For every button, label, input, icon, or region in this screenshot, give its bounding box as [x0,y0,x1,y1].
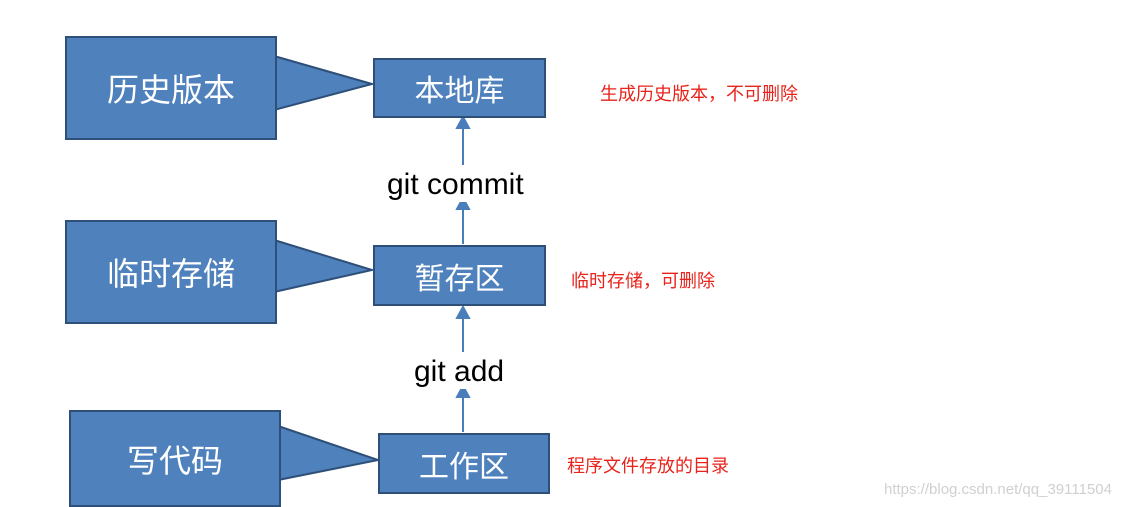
stage-workspace: 工作区 [378,433,550,494]
callout-history-label: 历史版本 [106,71,235,109]
stage-local-repo: 本地库 [373,58,546,118]
git-commit-label: git commit [383,168,528,202]
note-local-repo: 生成历史版本，不可删除 [600,84,798,105]
stage-staging: 暂存区 [373,245,546,306]
callout-tail-temp [273,238,376,294]
arrowhead-icon [455,304,471,319]
stage-local-repo-label: 本地库 [414,74,505,109]
note-workspace: 程序文件存放的目录 [567,456,729,477]
arrowhead-icon [455,383,471,398]
callout-temp-storage: 临时存储 [65,220,277,324]
callout-tail-write [277,424,382,482]
git-add-label: git add [410,355,509,389]
arrowhead-icon [455,114,471,129]
watermark: https://blog.csdn.net/qq_39111504 [884,481,1112,498]
callout-tail-history [273,54,376,112]
callout-temp-label: 临时存储 [106,255,235,293]
callout-history: 历史版本 [65,36,277,140]
arrowhead-icon [455,195,471,210]
callout-write-code: 写代码 [69,410,281,507]
callout-write-label: 写代码 [126,441,223,480]
stage-workspace-label: 工作区 [419,449,509,485]
note-staging: 临时存储，可删除 [571,271,715,292]
stage-staging-label: 暂存区 [414,261,505,297]
